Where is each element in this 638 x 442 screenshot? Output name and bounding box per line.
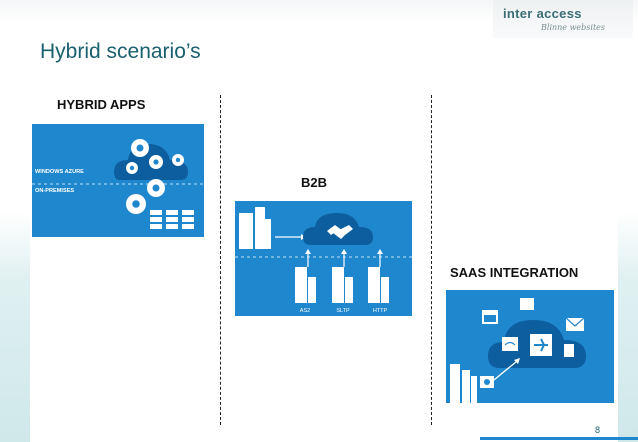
building-icon	[239, 207, 271, 249]
arrow-head-icon	[305, 249, 383, 254]
windows-azure-label: WINDOWS AZURE	[35, 169, 84, 175]
on-premises-label: ON-PREMISES	[35, 188, 74, 194]
saas-illustration	[446, 290, 614, 403]
mail-icon	[565, 317, 585, 331]
company-logo: inter access Blinne websites	[493, 0, 633, 38]
footer-accent-line	[480, 437, 638, 440]
clipboard-icon	[564, 344, 574, 357]
curved-arrow	[493, 361, 517, 381]
gear-icon	[126, 194, 146, 214]
gear-icon	[149, 155, 163, 169]
building-icon	[450, 364, 477, 403]
gear-icon	[126, 162, 138, 174]
logo-tagline: Blinne websites	[541, 23, 605, 32]
header-band	[0, 0, 638, 22]
saas-integration-label: SAAS INTEGRATION	[450, 265, 579, 280]
page-number: 8	[595, 425, 601, 435]
protocol-label: SLTP	[336, 308, 350, 314]
gear-icon	[147, 179, 165, 197]
building-icon	[295, 267, 316, 303]
handshake-icon	[327, 225, 353, 239]
building-icon	[332, 267, 353, 303]
hybrid-apps-label: HYBRID APPS	[57, 97, 146, 112]
gear-icon	[131, 139, 149, 157]
up-arrow-icon	[307, 253, 381, 267]
separator-left	[220, 95, 221, 425]
saas-graphic	[450, 298, 586, 403]
b2b-illustration: AS2 SLTP HTTP	[235, 201, 412, 316]
b2b-graphic: AS2 SLTP HTTP	[235, 207, 412, 314]
slide-title: Hybrid scenario’s	[40, 40, 201, 63]
arrow-head-icon	[514, 358, 520, 364]
flight-icon	[530, 334, 552, 356]
b2b-label: B2B	[301, 175, 328, 190]
logo-name: inter access	[503, 6, 582, 21]
calendar-icon	[482, 310, 498, 324]
gear-icon	[172, 154, 184, 166]
protocol-label: AS2	[300, 308, 310, 314]
building-icon	[368, 267, 389, 303]
protocol-label: HTTP	[373, 308, 388, 314]
hybrid-apps-graphic: WINDOWS AZURE ON-PREMISES	[32, 139, 204, 229]
document-icon	[520, 298, 534, 310]
server-rack-icon	[150, 210, 194, 229]
hybrid-apps-illustration: WINDOWS AZURE ON-PREMISES	[32, 124, 204, 237]
separator-right	[431, 95, 432, 425]
gear-icon	[480, 376, 494, 388]
wifi-icon	[502, 337, 518, 351]
